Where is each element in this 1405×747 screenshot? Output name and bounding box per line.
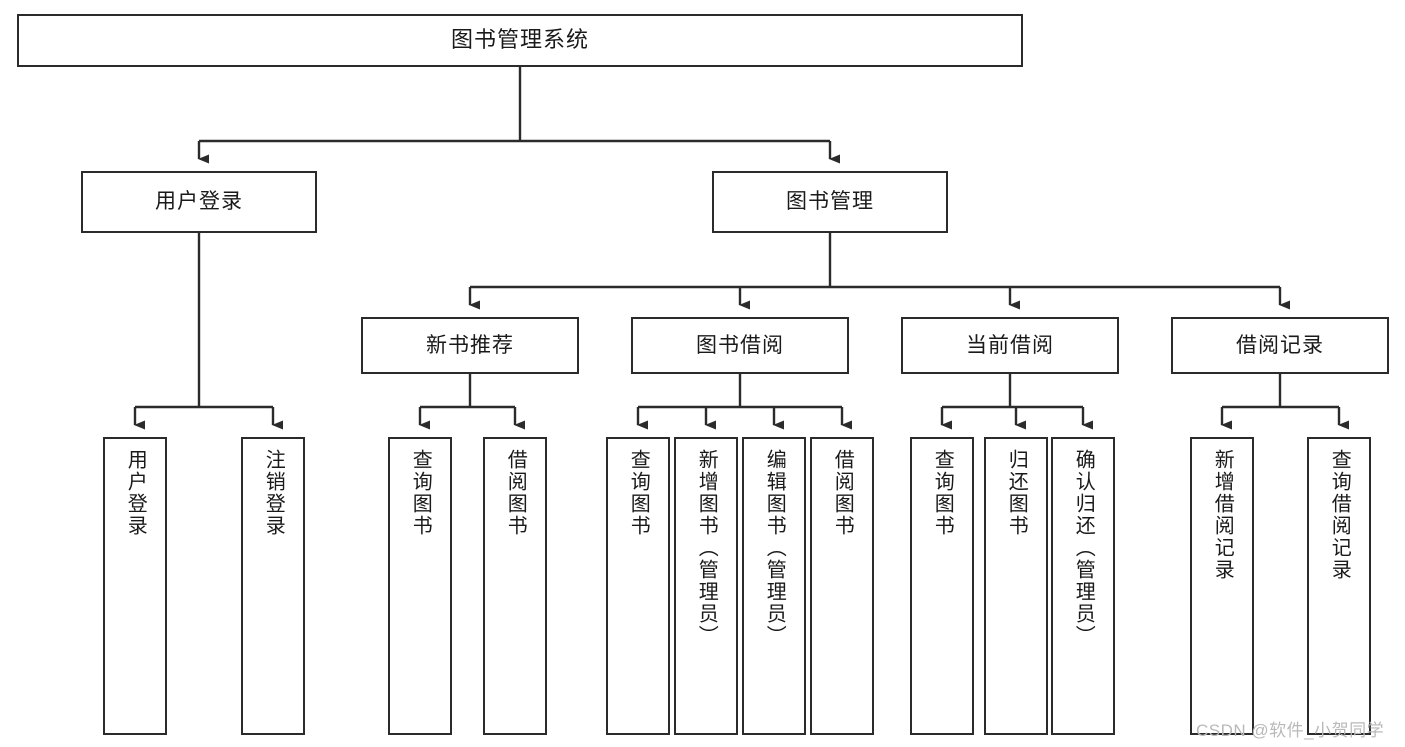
node-user-login[interactable]: 用户登录 [81, 171, 317, 233]
node-leaf-query-book-2[interactable]: 查询图书 [606, 437, 670, 735]
node-label: 用户登录 [155, 190, 243, 214]
node-leaf-user-login[interactable]: 用户登录 [103, 437, 167, 735]
node-leaf-confirm-return[interactable]: 确认归还（管理员） [1051, 437, 1115, 735]
node-borrow-record[interactable]: 借阅记录 [1171, 317, 1389, 374]
node-book-manage[interactable]: 图书管理 [712, 171, 948, 233]
node-label: 借阅图书 [831, 449, 854, 537]
node-label: 图书管理 [786, 190, 874, 214]
node-new-book-recommend[interactable]: 新书推荐 [361, 317, 579, 374]
watermark-text: CSDN @软件_小贺同学 [1196, 721, 1385, 740]
node-leaf-query-record[interactable]: 查询借阅记录 [1307, 437, 1371, 735]
node-label: 新书推荐 [426, 333, 514, 357]
node-label: 查询图书 [627, 449, 650, 537]
node-label: 新增借阅记录 [1211, 449, 1234, 581]
node-leaf-add-record[interactable]: 新增借阅记录 [1190, 437, 1254, 735]
node-label: 注销登录 [262, 449, 285, 537]
node-label: 编辑图书（管理员） [763, 449, 786, 647]
node-label: 图书借阅 [696, 333, 784, 357]
node-leaf-borrow-book-1[interactable]: 借阅图书 [483, 437, 547, 735]
node-label: 归还图书 [1005, 449, 1028, 537]
node-label: 借阅图书 [504, 449, 527, 537]
node-leaf-query-book-3[interactable]: 查询图书 [910, 437, 974, 735]
node-leaf-logout[interactable]: 注销登录 [241, 437, 305, 735]
node-leaf-edit-book[interactable]: 编辑图书（管理员） [742, 437, 806, 735]
node-label: 确认归还（管理员） [1072, 449, 1095, 647]
node-leaf-return-book[interactable]: 归还图书 [984, 437, 1048, 735]
node-label: 用户登录 [124, 449, 147, 537]
node-current-borrow[interactable]: 当前借阅 [901, 317, 1119, 374]
node-leaf-query-book-1[interactable]: 查询图书 [388, 437, 452, 735]
node-book-borrow[interactable]: 图书借阅 [631, 317, 849, 374]
node-label: 查询图书 [931, 449, 954, 537]
node-label: 查询图书 [409, 449, 432, 537]
node-label: 当前借阅 [966, 333, 1054, 357]
node-root[interactable]: 图书管理系统 [17, 14, 1023, 67]
node-label: 图书管理系统 [450, 27, 589, 53]
node-label: 借阅记录 [1236, 333, 1324, 357]
node-leaf-borrow-book-2[interactable]: 借阅图书 [810, 437, 874, 735]
node-label: 新增图书（管理员） [695, 449, 718, 647]
node-leaf-add-book[interactable]: 新增图书（管理员） [674, 437, 738, 735]
node-label: 查询借阅记录 [1328, 449, 1351, 581]
